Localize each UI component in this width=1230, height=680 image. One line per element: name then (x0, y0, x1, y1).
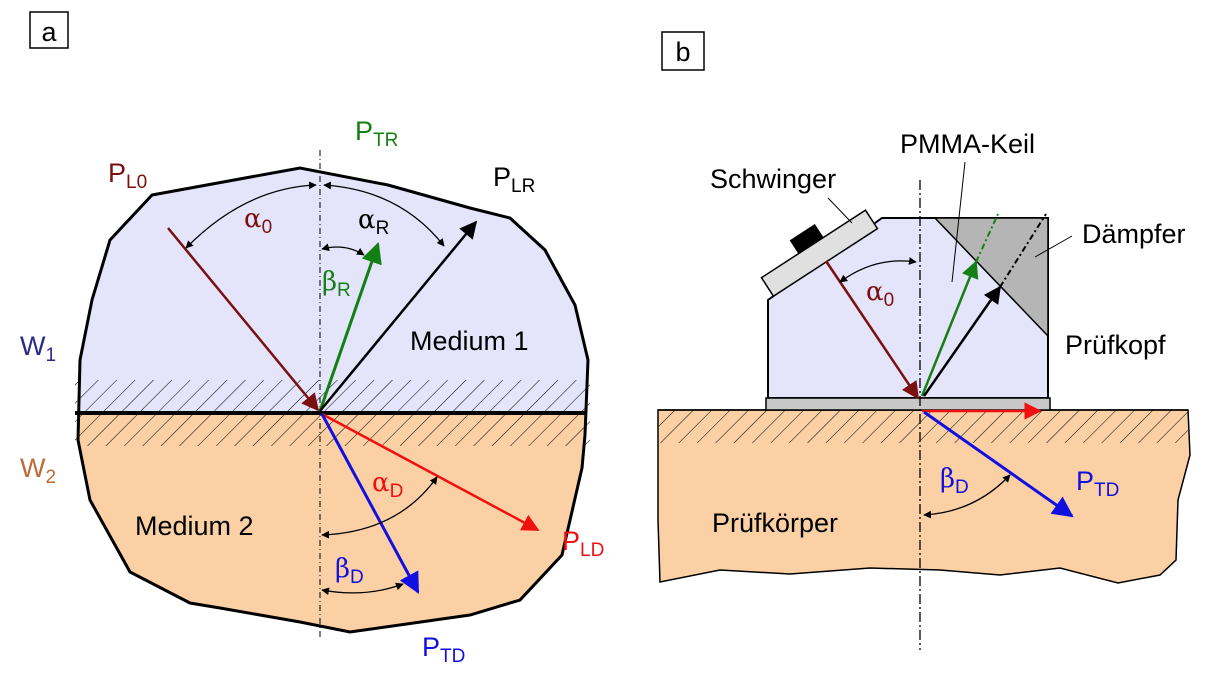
damper (933, 217, 1049, 338)
panel-b: b Schwinger (657, 31, 1191, 650)
probe-sole (765, 397, 1051, 411)
label-W1: W1 (20, 331, 56, 366)
label-PLR: PLR (493, 162, 535, 197)
panel-a-label: a (41, 17, 57, 47)
reflected-longitudinal-extension-b (999, 213, 1047, 288)
reflected-transverse-ray-b (920, 260, 979, 397)
label-PTD-b: PTD (1076, 466, 1119, 501)
refracted-longitudinal-ray-PLD (321, 412, 540, 532)
label-schwinger: Schwinger (710, 164, 836, 194)
angle-arc-alpha0-b (839, 257, 917, 283)
leader-schwinger (827, 197, 853, 224)
reflected-longitudinal-ray-b (922, 285, 1002, 397)
panel-a: a PL0 PTR PLR PLD PTD α0 αR (20, 11, 604, 667)
label-pmma-keil: PMMA-Keil (900, 129, 1035, 159)
label-PL0: PL0 (108, 158, 147, 193)
angle-arc-alphaR (323, 181, 445, 247)
reflected-longitudinal-ray-PLR (319, 220, 478, 412)
label-daempfer: Dämpfer (1082, 219, 1186, 249)
label-alpha0: α0 (244, 204, 272, 238)
label-medium-1: Medium 1 (410, 326, 529, 356)
incident-ray-b (824, 260, 920, 400)
angle-arc-alphaD (321, 476, 438, 539)
label-betaD: βD (335, 554, 364, 588)
angle-arc-alpha0 (185, 181, 317, 249)
label-PTD: PTD (422, 632, 465, 667)
angle-arc-betaD (321, 582, 404, 596)
label-alphaD: αD (372, 468, 403, 502)
refracted-transverse-ray-b (923, 410, 1074, 518)
label-alphaR: αR (358, 205, 389, 239)
label-PTR: PTR (355, 116, 398, 151)
panel-b-label: b (675, 37, 690, 67)
label-betaR: βR (322, 267, 351, 301)
panel-a-label-box (29, 11, 69, 49)
angle-arc-betaD-b (923, 474, 1011, 519)
angle-arc-betaR (321, 243, 365, 256)
leader-pmma (951, 161, 966, 283)
specimen-outline (76, 166, 590, 634)
reflected-transverse-extension-b (975, 213, 999, 263)
label-pruefkopf: Prüfkopf (1065, 330, 1166, 360)
reflected-transverse-ray-PTR (318, 242, 382, 412)
label-PLD: PLD (562, 526, 604, 561)
label-medium-2: Medium 2 (135, 511, 254, 541)
label-alpha0-b: α0 (866, 277, 894, 311)
label-W2: W2 (20, 453, 56, 488)
panel-b-label-box (661, 31, 705, 71)
label-pruefkoerper: Prüfkörper (712, 508, 838, 538)
incident-ray-PL0 (167, 227, 320, 412)
leader-daempfer (1034, 235, 1073, 258)
label-betaD-b: βD (940, 464, 969, 498)
